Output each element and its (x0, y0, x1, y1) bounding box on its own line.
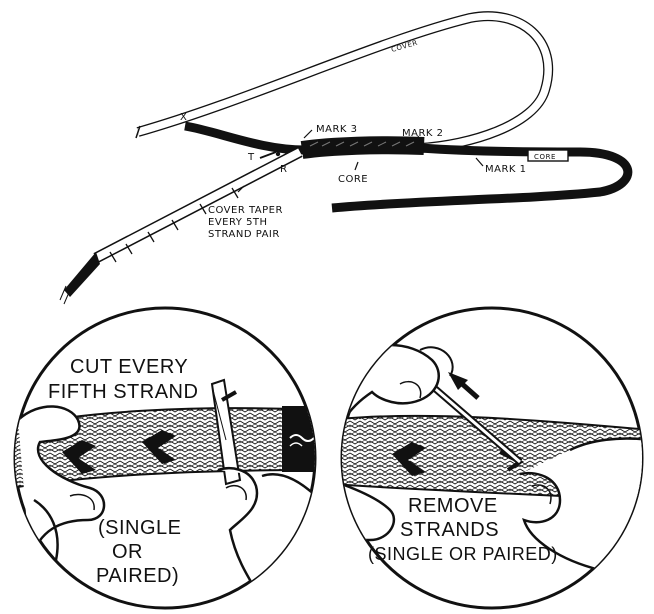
cut-note-line1: (SINGLE (98, 517, 182, 539)
cut-strand-panel: CUT EVERY FIFTH STRAND (SINGLE OR PAIRED… (0, 308, 322, 608)
marker-dot (276, 152, 280, 156)
core-tag-label: CORE (534, 153, 556, 161)
mark3-arrow (304, 130, 312, 138)
remove-note-line2: STRANDS (400, 519, 499, 541)
rope-splice-diagram: COVER CORE X T R (60, 16, 628, 304)
marker-t-tick (260, 152, 276, 158)
taper-label-line1: COVER TAPER (208, 205, 283, 216)
cut-title-line2: FIFTH STRAND (48, 381, 198, 403)
taper-label-line3: STRAND PAIR (208, 229, 280, 240)
taper-label-line2: EVERY 5TH (208, 217, 268, 228)
mark1-label: MARK 1 (485, 164, 527, 175)
marker-t: T (247, 152, 255, 163)
core-arrow (355, 162, 358, 170)
remove-note-line1: REMOVE (408, 495, 498, 517)
marker-x: X (180, 112, 187, 123)
remove-strand-panel: REMOVE STRANDS (SINGLE OR PAIRED) (330, 308, 650, 608)
core-label: CORE (338, 174, 368, 185)
spliced-section (302, 142, 424, 150)
mark3-label: MARK 3 (316, 124, 358, 135)
cut-note-line3: PAIRED) (96, 565, 179, 587)
cut-note-line2: OR (112, 541, 143, 563)
remove-note-line3: (SINGLE OR PAIRED) (368, 544, 558, 564)
cut-title-line1: CUT EVERY (70, 356, 188, 378)
mark2-label: MARK 2 (402, 128, 444, 139)
cover-taper (60, 152, 300, 304)
marker-r: R (280, 164, 287, 175)
mark1-arrow (476, 158, 483, 166)
